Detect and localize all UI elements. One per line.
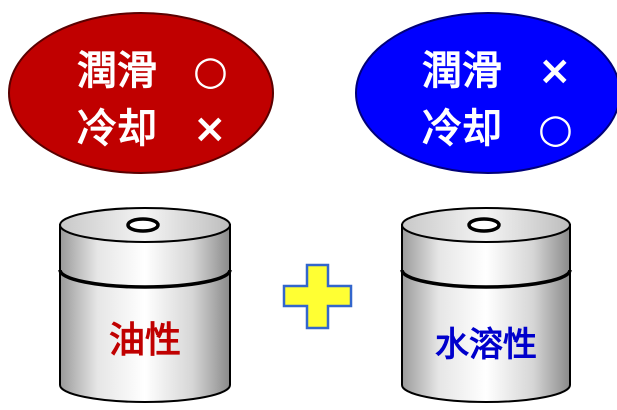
right-oval-line2-label: 冷却: [422, 106, 502, 152]
left-drum-cap-icon: [126, 217, 160, 233]
plus-sign: [282, 263, 353, 330]
right-drum-band: [400, 269, 572, 289]
right-oval-line1-mark: ×: [538, 48, 572, 94]
left-drum-band: [58, 269, 232, 289]
right-oval-line1-label: 潤滑: [422, 48, 502, 94]
left-drum-label: 油性: [109, 320, 181, 361]
left-drum: 油性: [58, 207, 232, 403]
right-drum-body: [401, 224, 571, 403]
left-oval-line2-mark: ×: [193, 106, 227, 152]
right-oval-line2-mark: ○: [538, 106, 573, 152]
right-drum-label: 水溶性: [435, 325, 537, 365]
left-oval-group: 潤滑 ○ 冷却 ×: [8, 12, 274, 174]
right-oval-group: 潤滑 × 冷却 ○: [355, 12, 617, 174]
left-oval: [8, 12, 274, 174]
left-oval-line2-label: 冷却: [77, 106, 157, 152]
plus-icon: [282, 263, 353, 330]
left-drum-body: [59, 224, 231, 403]
left-oval-line1-mark: ○: [193, 48, 228, 94]
left-oval-line1-label: 潤滑: [77, 48, 157, 94]
right-oval: [355, 12, 617, 174]
right-drum-cap-icon: [467, 217, 501, 233]
right-drum: 水溶性: [400, 207, 572, 403]
